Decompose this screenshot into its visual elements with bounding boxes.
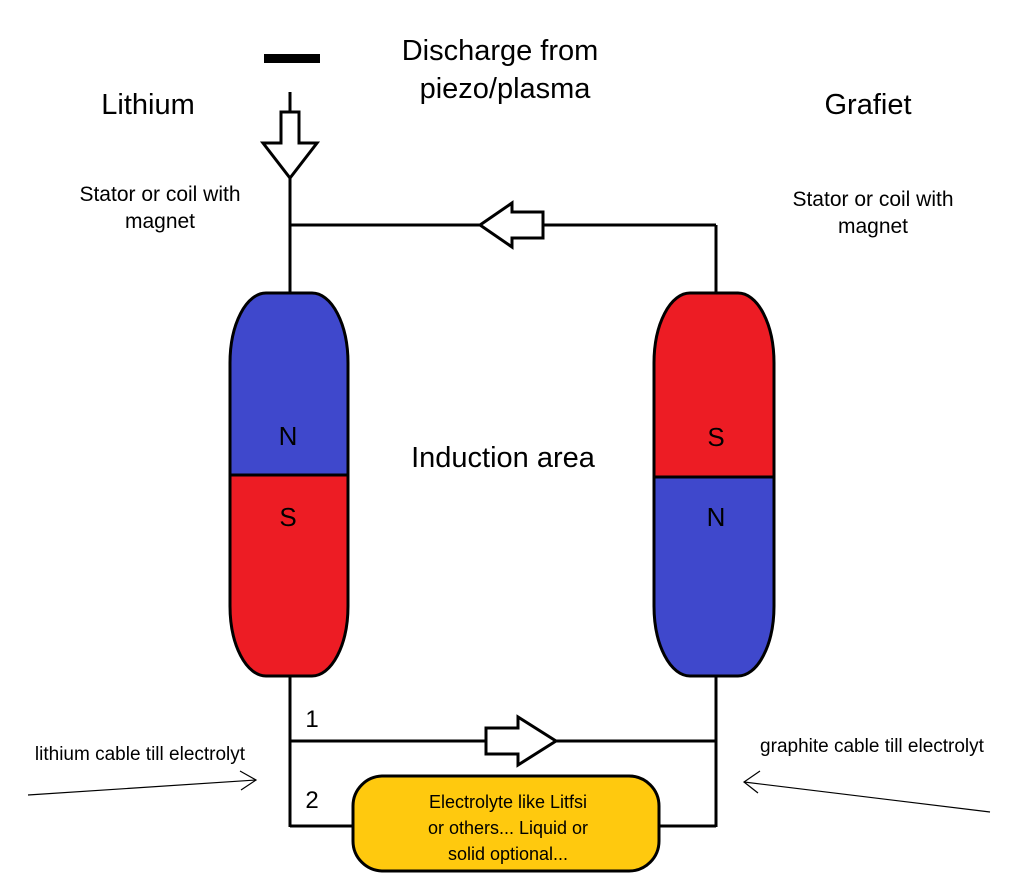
left-stator-note-line2: magnet [125,210,195,233]
graphite-cable-label: graphite cable till electrolyt [760,736,985,757]
left-magnet-south-half [230,475,348,676]
right-stator-note-line2: magnet [838,215,908,238]
electrolyte-line2: or others... Liquid or [428,818,588,838]
right-magnet-north-half [654,477,774,676]
right-stator-note-line1: Stator or coil with [792,188,953,211]
down-arrow-icon [259,110,321,181]
grafiet-title: Grafiet [824,89,911,121]
left-magnet-top-pole: N [279,421,298,451]
lithium-cable-label: lithium cable till electrolyt [35,744,246,765]
left-arrow-icon [477,200,545,250]
right-magnet-south-half [654,293,774,477]
right-magnet-bottom-pole: N [707,502,726,532]
left-magnet-north-half [230,293,348,475]
lithium-title: Lithium [101,89,195,121]
pointer-arrow-icon [742,770,991,813]
negative-polarity-bar [264,54,320,63]
wire-1-label: 1 [305,706,318,733]
pointer-arrow-icon [27,770,258,796]
left-stator-note-line1: Stator or coil with [79,183,240,206]
electrolyte-body [351,774,661,873]
induction-area-label: Induction area [411,442,596,474]
wire-2-label: 2 [305,787,318,814]
discharge-title-line2: piezo/plasma [420,73,592,105]
left-magnet: N S [228,291,350,678]
discharge-title-line1: Discharge from [402,35,599,67]
electrolyte-container: Electrolyte like Litfsi or others... Liq… [351,774,661,873]
right-magnet-top-pole: S [707,422,724,452]
left-magnet-bottom-pole: S [279,502,296,532]
right-magnet: S N [652,291,776,678]
electrolyte-line3: solid optional... [448,844,568,864]
electrolyte-line1: Electrolyte like Litfsi [429,792,587,812]
right-arrow-icon [484,714,559,768]
